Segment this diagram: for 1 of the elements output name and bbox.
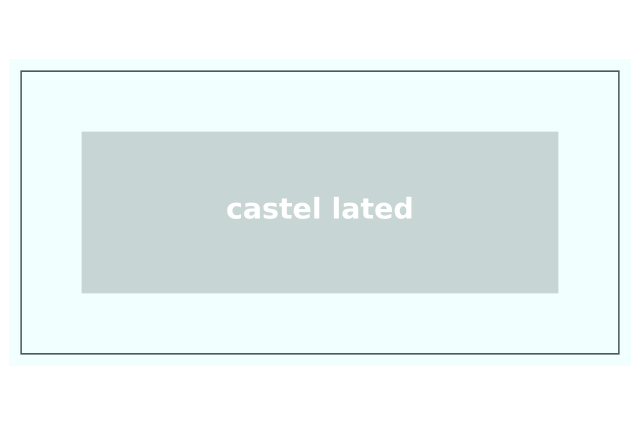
cluster [20, 70, 620, 355]
